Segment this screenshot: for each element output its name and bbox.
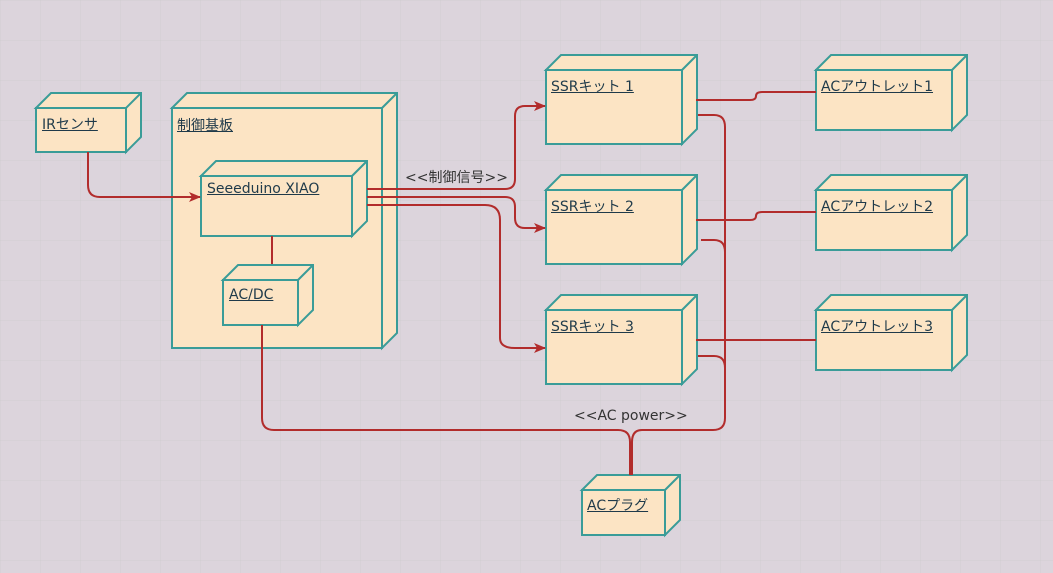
node-label-acdc: AC/DC — [229, 287, 274, 303]
wire-ssr2-power[interactable] — [701, 239, 726, 418]
wire-ssr3-power[interactable] — [698, 355, 726, 418]
node-label-outlet1: ACアウトレット1 — [821, 79, 934, 95]
node-out2[interactable] — [813, 174, 968, 253]
wire-xiao-to-ssr2[interactable] — [367, 196, 546, 233]
wire-ssr1-out1[interactable] — [696, 91, 816, 101]
node-ssr1[interactable] — [543, 54, 698, 147]
node-label-ssr3: SSRキット 3 — [551, 319, 634, 335]
wire-ir-to-xiao[interactable] — [87, 152, 201, 202]
node-label-seeeduino-xiao: Seeeduino XIAO — [207, 181, 320, 197]
node-label-ssr1: SSRキット 1 — [551, 79, 634, 95]
wire-ssr1-power[interactable] — [631, 114, 726, 475]
node-ssr2[interactable] — [543, 174, 698, 267]
node-out1[interactable] — [813, 54, 968, 133]
node-label-outlet2: ACアウトレット2 — [821, 199, 934, 215]
node-label-ir-sensor: IRセンサ — [42, 117, 98, 133]
node-out3[interactable] — [813, 294, 968, 373]
node-plug[interactable] — [579, 474, 681, 538]
node-xiao[interactable] — [198, 160, 368, 239]
node-label-control-board: 制御基板 — [177, 118, 233, 134]
wire-xiao-to-ssr3[interactable] — [367, 204, 546, 353]
node-label-ssr2: SSRキット 2 — [551, 199, 634, 215]
wire-ssr2-out2[interactable] — [696, 211, 816, 221]
wire-acdc-to-plug[interactable] — [261, 325, 631, 475]
node-acdc[interactable] — [220, 264, 314, 328]
node-ssr3[interactable] — [543, 294, 698, 387]
wire-xiao-to-ssr1[interactable] — [367, 101, 546, 190]
node-label-ac-plug: ACプラグ — [587, 498, 649, 514]
node-ir[interactable] — [33, 92, 142, 155]
edge-label-control-signal: <<制御信号>> — [405, 170, 508, 186]
edge-label-ac-power: <<AC power>> — [574, 408, 688, 424]
node-label-outlet3: ACアウトレット3 — [821, 319, 934, 335]
